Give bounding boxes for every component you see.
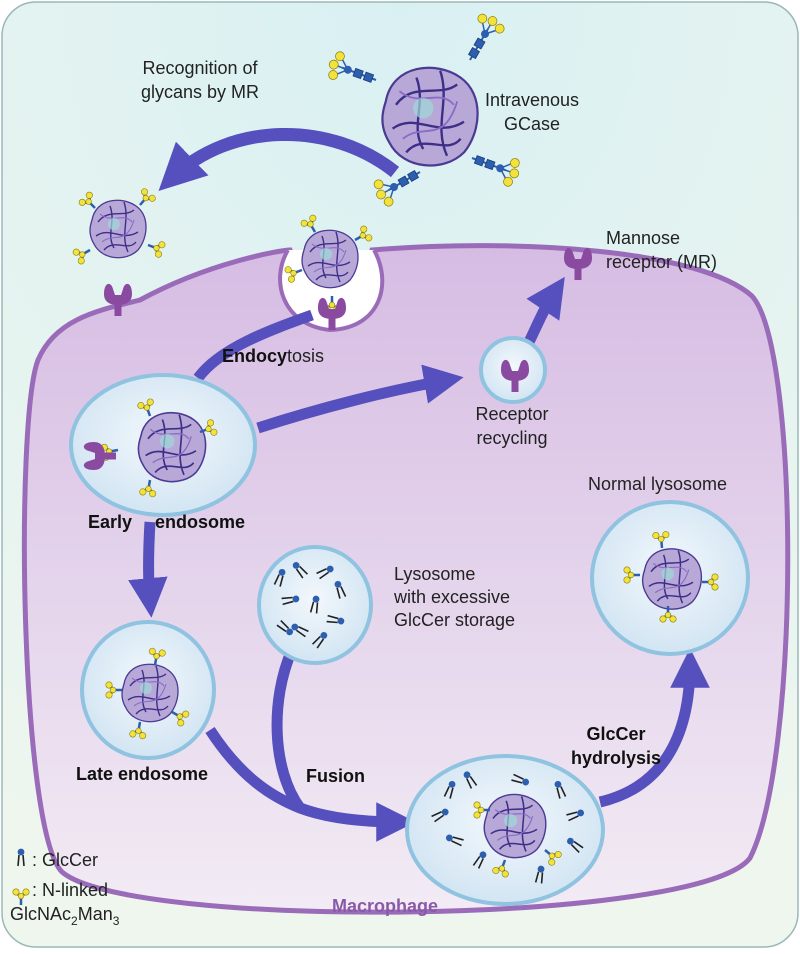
- label-receptor-line2: recycling: [476, 428, 547, 448]
- legend-glcnac-sub: 2: [71, 914, 78, 928]
- endocytosis-arrow: [193, 309, 314, 382]
- label-normal-lysosome: Normal lysosome: [588, 474, 727, 494]
- label-intravenous-line2: GCase: [504, 114, 560, 134]
- legend-nlinked-line1: : N-linked: [32, 880, 108, 900]
- legend-man-sub: 3: [113, 914, 120, 928]
- recycling-up-arrow: [523, 276, 565, 347]
- hydrolysis-arrow: [598, 648, 710, 808]
- label-recognition-line1: Recognition of: [142, 58, 258, 78]
- label-receptor-line1: Receptor: [475, 404, 548, 424]
- label-endocytosis: Endocytosis: [222, 346, 324, 366]
- recognition-arrow: [158, 127, 400, 191]
- to-late-endosome-arrow: [128, 521, 168, 618]
- legend-nlinked-line2: GlcNAc2Man3: [10, 904, 120, 928]
- label-mannose-line1: Mannose: [606, 228, 680, 248]
- label-lysosome-line3: GlcCer storage: [394, 610, 515, 630]
- label-lysosome-line1: Lysosome: [394, 564, 475, 584]
- label-hydrolysis-line2: hydrolysis: [571, 748, 661, 768]
- storage-lysosome-vesicle: [257, 545, 373, 665]
- label-mannose-line2: receptor (MR): [606, 252, 717, 272]
- label-endocytosis-bold: Endocy: [222, 346, 287, 366]
- to-recycling-arrow: [256, 364, 464, 434]
- label-endocytosis-rest: tosis: [287, 346, 324, 366]
- label-early-rest: endosome: [155, 512, 245, 532]
- label-fusion: Fusion: [306, 766, 365, 786]
- legend-man: Man: [78, 904, 113, 924]
- label-hydrolysis-line1: GlcCer: [586, 724, 645, 744]
- recycling-vesicle: [479, 336, 547, 404]
- label-intravenous-line1: Intravenous: [485, 90, 579, 110]
- label-early-bold: Early: [88, 512, 132, 532]
- label-late-endosome: Late endosome: [76, 764, 208, 784]
- legend-glcnac: GlcNAc: [10, 904, 71, 924]
- label-macrophage: Macrophage: [332, 896, 438, 916]
- label-recognition-line2: glycans by MR: [141, 82, 259, 102]
- label-lysosome-line2: with excessive: [393, 587, 510, 607]
- legend-glccer: : GlcCer: [32, 850, 98, 870]
- lysosome-to-fusion-arrow: [271, 647, 305, 812]
